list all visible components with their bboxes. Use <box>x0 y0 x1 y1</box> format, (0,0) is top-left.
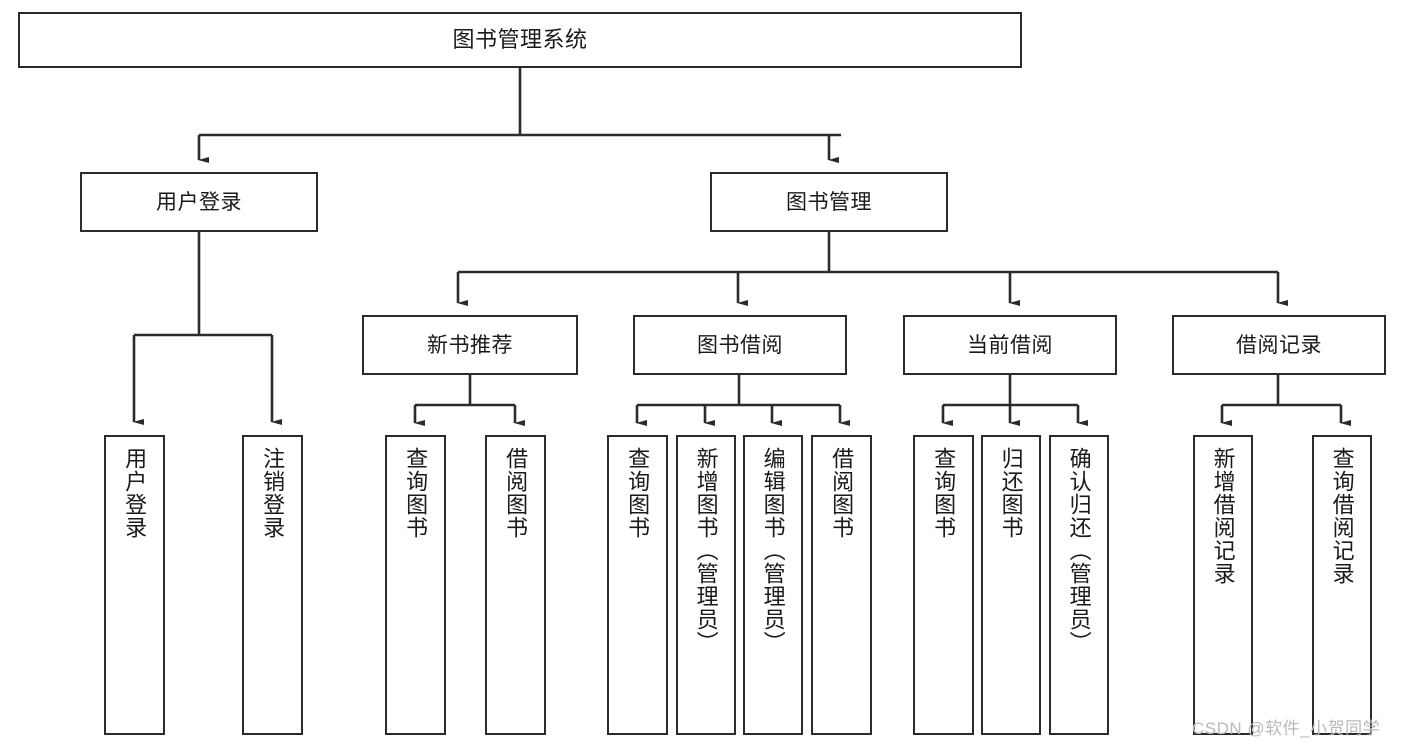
node-label: 借阅记录 <box>1236 333 1322 357</box>
node-label: 新增图书（管理员） <box>693 447 719 654</box>
csdn-watermark: CSDN @软件_小贺同学 <box>1192 719 1381 738</box>
node-label: 查询图书 <box>625 447 651 539</box>
node-label: 借阅图书 <box>829 447 855 539</box>
node-borrow-record[interactable]: 借阅记录 <box>1172 315 1386 375</box>
node-book-manage[interactable]: 图书管理 <box>710 172 948 232</box>
node-label: 借阅图书 <box>503 447 529 539</box>
leaf-add-book-admin[interactable]: 新增图书（管理员） <box>676 435 736 735</box>
leaf-borrow-book[interactable]: 借阅图书 <box>811 435 872 735</box>
node-label: 图书管理系统 <box>452 27 588 52</box>
node-label: 归还图书 <box>998 447 1024 539</box>
leaf-logout-login[interactable]: 注销登录 <box>242 435 303 735</box>
node-label: 编辑图书（管理员） <box>760 447 786 654</box>
node-book-borrow[interactable]: 图书借阅 <box>633 315 847 375</box>
node-label: 新书推荐 <box>427 333 513 357</box>
leaf-add-borrow-record[interactable]: 新增借阅记录 <box>1193 435 1253 735</box>
leaf-user-login[interactable]: 用户登录 <box>104 435 165 735</box>
node-label: 查询图书 <box>403 447 429 539</box>
node-label: 用户登录 <box>122 447 148 539</box>
leaf-query-book-rec[interactable]: 查询图书 <box>385 435 446 735</box>
leaf-edit-book-admin[interactable]: 编辑图书（管理员） <box>743 435 803 735</box>
leaf-confirm-return-admin[interactable]: 确认归还（管理员） <box>1049 435 1109 735</box>
node-user-login[interactable]: 用户登录 <box>80 172 318 232</box>
leaf-query-book-current[interactable]: 查询图书 <box>913 435 974 735</box>
node-label: 新增借阅记录 <box>1210 447 1236 585</box>
node-label: 用户登录 <box>156 190 242 214</box>
node-label: 图书借阅 <box>697 333 783 357</box>
node-current-borrow[interactable]: 当前借阅 <box>903 315 1117 375</box>
node-new-book-rec[interactable]: 新书推荐 <box>362 315 578 375</box>
node-label: 图书管理 <box>786 190 872 214</box>
node-label: 当前借阅 <box>967 333 1053 357</box>
leaf-query-book-borrow[interactable]: 查询图书 <box>607 435 668 735</box>
node-label: 查询借阅记录 <box>1329 447 1355 585</box>
node-label: 查询图书 <box>931 447 957 539</box>
leaf-return-book[interactable]: 归还图书 <box>981 435 1041 735</box>
leaf-borrow-book-rec[interactable]: 借阅图书 <box>485 435 546 735</box>
node-label: 注销登录 <box>260 447 286 539</box>
node-label: 确认归还（管理员） <box>1066 447 1092 654</box>
leaf-query-borrow-record[interactable]: 查询借阅记录 <box>1312 435 1372 735</box>
node-root-system[interactable]: 图书管理系统 <box>18 12 1022 68</box>
